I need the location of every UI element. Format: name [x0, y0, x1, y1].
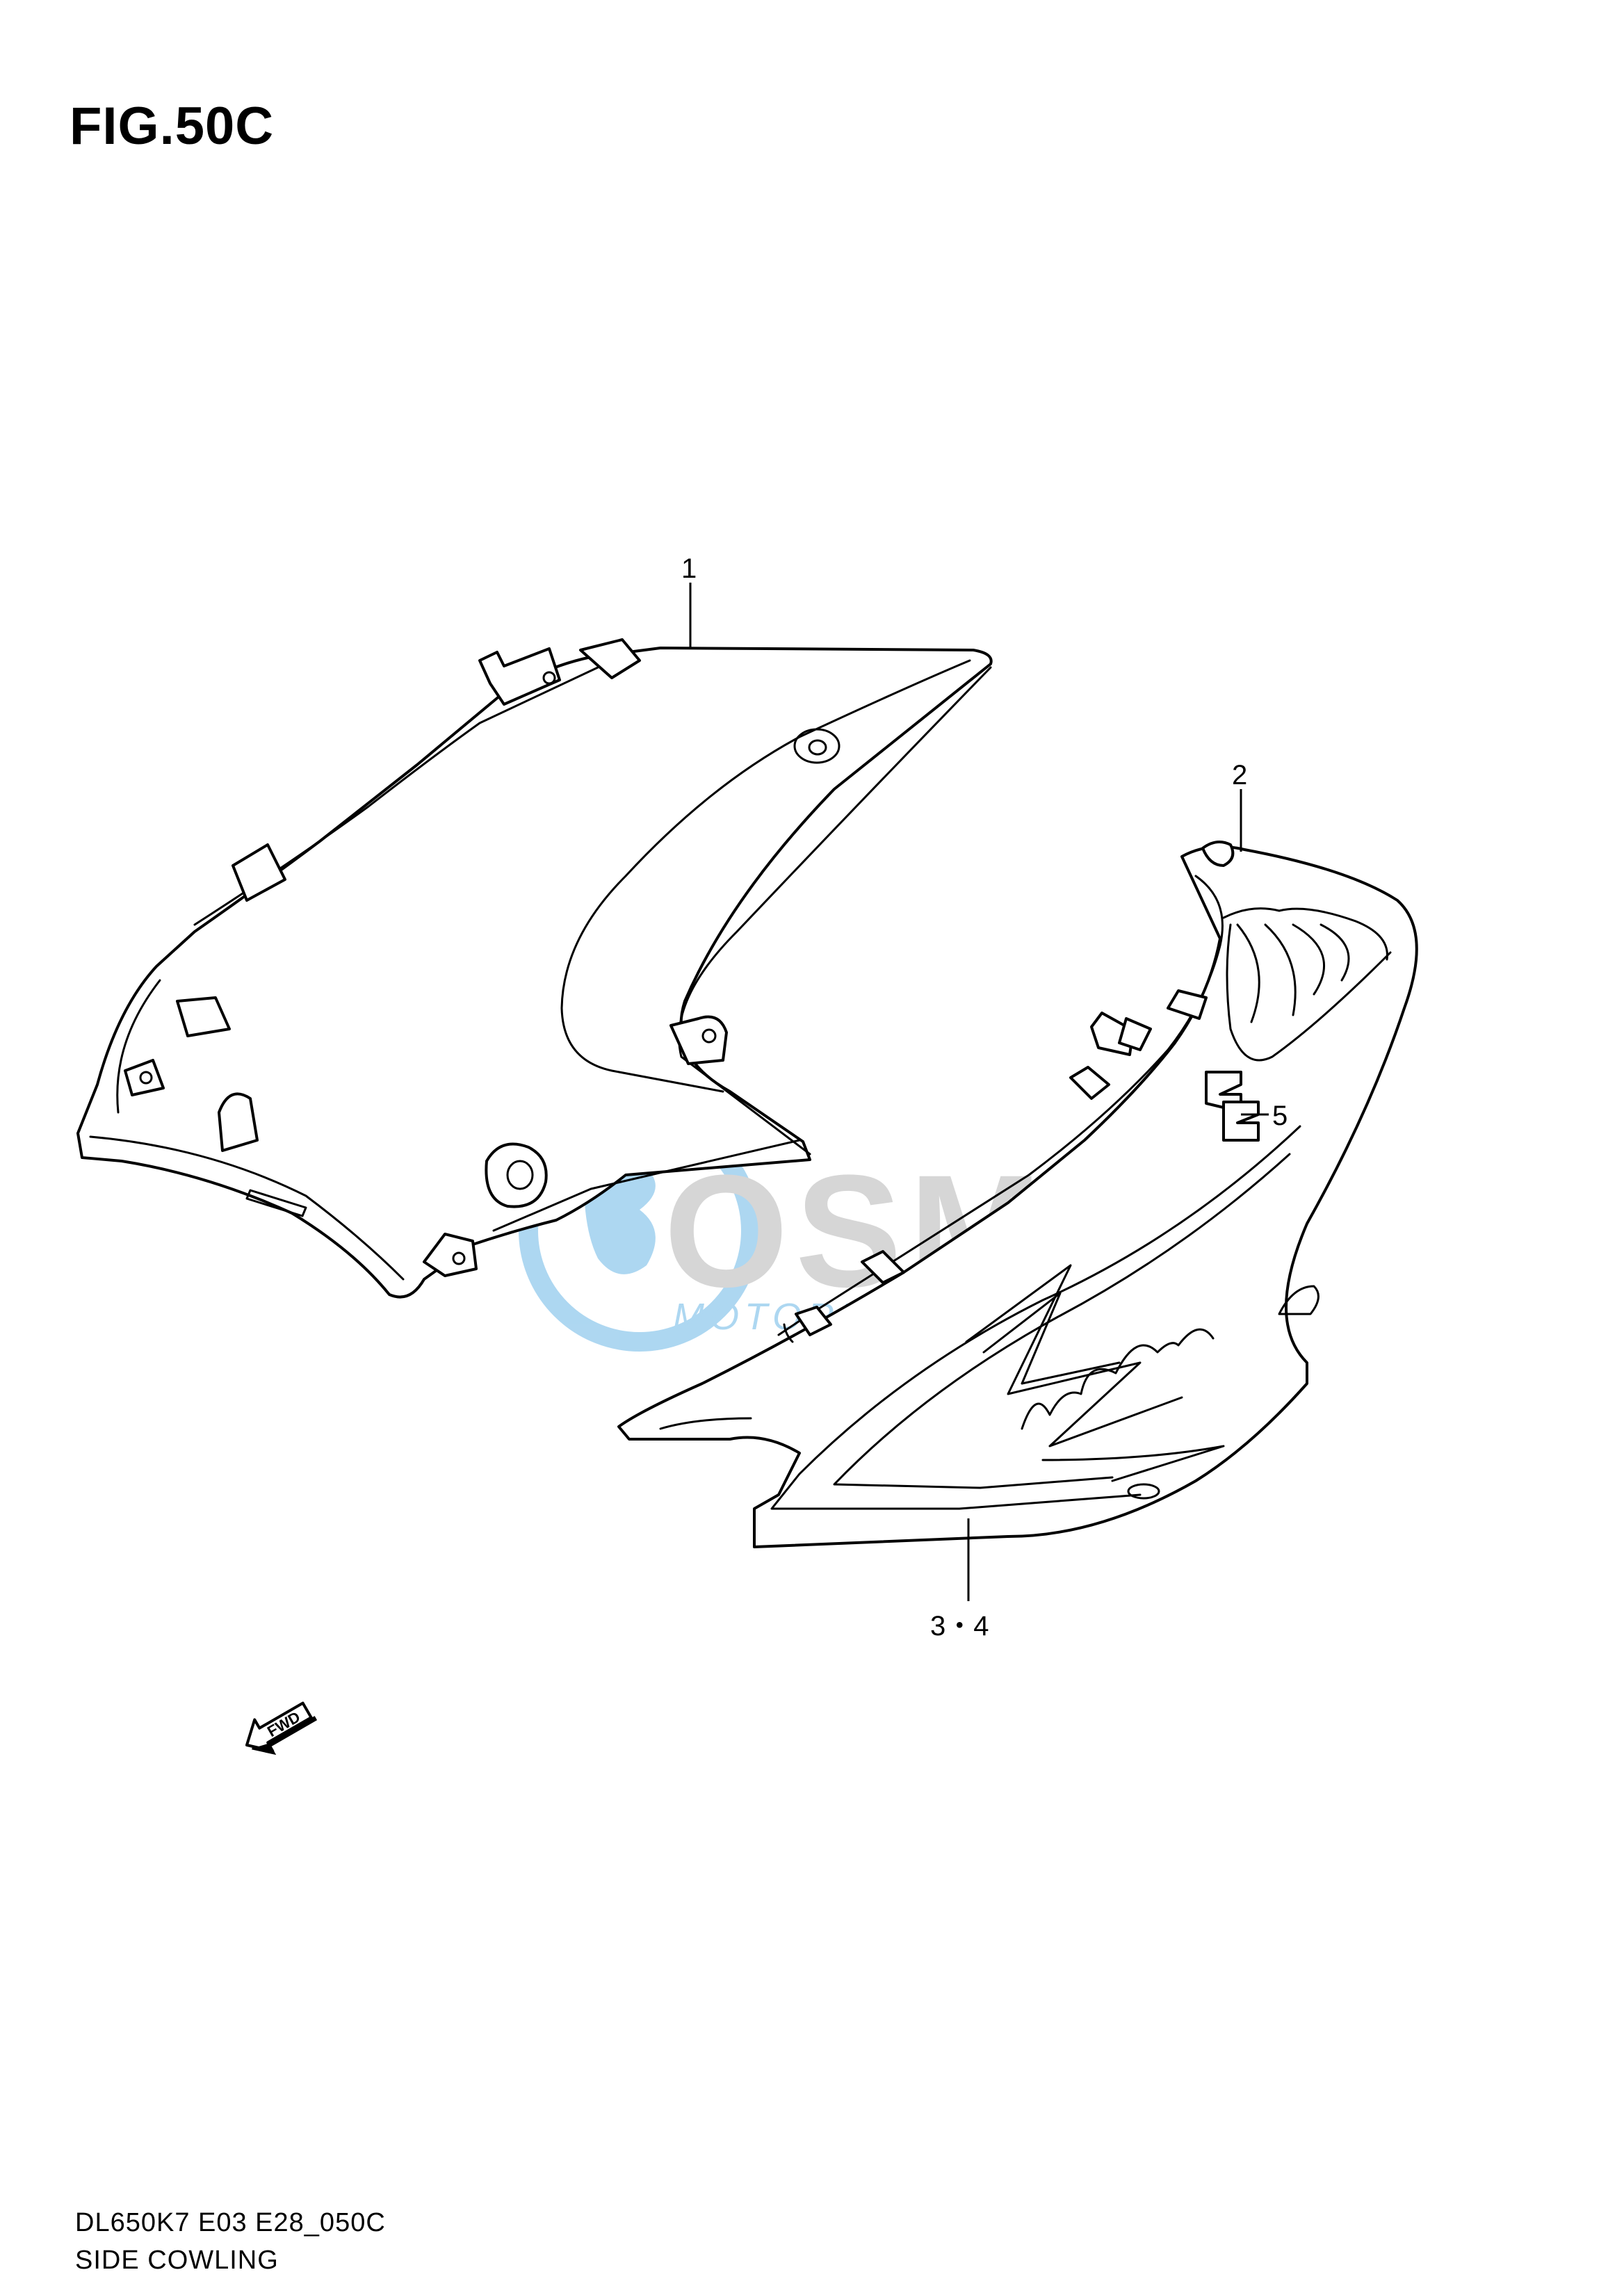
part-2-tab-b: [1118, 1017, 1152, 1051]
decal-script: [1021, 1328, 1215, 1430]
part-2-upper-edge: [777, 875, 1224, 1336]
part-2-side-cowling-outer: [617, 841, 1418, 1548]
decal-tail: [1041, 1445, 1225, 1482]
part-2-rear-clip: [1278, 1285, 1320, 1315]
part-3-4-decal: [770, 1125, 1301, 1510]
part-1-rim: [89, 979, 405, 1281]
part-1-tab-c: [232, 843, 286, 902]
part-1-tab-h: [669, 1015, 728, 1065]
leader-lines: [689, 583, 1269, 1601]
part-2-tab-d: [1201, 841, 1235, 867]
part-1-tab-g-hole: [452, 1251, 466, 1265]
callout-5: 5: [1272, 1101, 1288, 1131]
part-1-side-cowling-inner: [76, 638, 993, 1299]
decal-outer-stroke: [770, 1125, 1301, 1510]
part-2-upper-edge-inner: [1222, 907, 1388, 961]
part-1-tab-h-hole: [701, 1028, 717, 1044]
part-1-tab-a-hole: [542, 671, 556, 685]
part-1-tab-f: [218, 1092, 259, 1152]
part-1-grommet-bottom: [485, 1142, 548, 1208]
callout-labels: 1 2 3・4 5: [681, 553, 1288, 1641]
part-5-emblem-bottom: [1222, 1101, 1260, 1142]
part-1-grommet-top: [793, 728, 841, 764]
figure-code: DL650K7 E03 E28_050C: [75, 2208, 386, 2237]
part-1-tab-a: [478, 647, 561, 706]
fwd-arrow-shadow: [252, 1716, 318, 1755]
callout-3-4: 3・4: [930, 1611, 989, 1641]
part-2-lower-groove: [659, 1323, 794, 1430]
part-2-tab-g: [795, 1306, 832, 1336]
callout-2: 2: [1232, 760, 1247, 790]
decal-inner-stroke: [833, 1153, 1291, 1489]
part-1-grommet-bottom-hole: [506, 1160, 534, 1190]
part-1-tab-d: [176, 996, 231, 1037]
part-1-slot: [245, 1189, 307, 1217]
part-2-screw-hole: [1127, 1483, 1160, 1500]
figure-name: SIDE COWLING: [75, 2246, 279, 2275]
callout-1: 1: [681, 553, 697, 584]
part-1-inner-curve: [560, 659, 971, 1093]
part-1-tab-e-hole: [139, 1071, 153, 1085]
part-2-tab-f: [861, 1250, 905, 1284]
part-1-tab-e: [124, 1059, 165, 1096]
part-2-tab-c: [1167, 989, 1208, 1020]
figure-title: FIG.50C: [70, 97, 275, 156]
part-2-tab-e: [1069, 1066, 1110, 1100]
part-1-grommet-top-hole: [808, 739, 827, 756]
part-1-channel: [678, 666, 992, 1155]
part-1-tab-b: [579, 638, 641, 679]
part-2-recess: [1226, 923, 1392, 1062]
part-1-bottom-edge: [492, 1139, 801, 1232]
part-2-ribs: [1236, 923, 1350, 1023]
decal-v-shape-inner: [982, 1292, 1121, 1385]
part-1-tab-g: [423, 1233, 478, 1277]
fwd-arrow: FWD: [245, 1701, 318, 1755]
decal-v-shape: [965, 1264, 1183, 1447]
part-5-emblem: [1205, 1071, 1260, 1142]
